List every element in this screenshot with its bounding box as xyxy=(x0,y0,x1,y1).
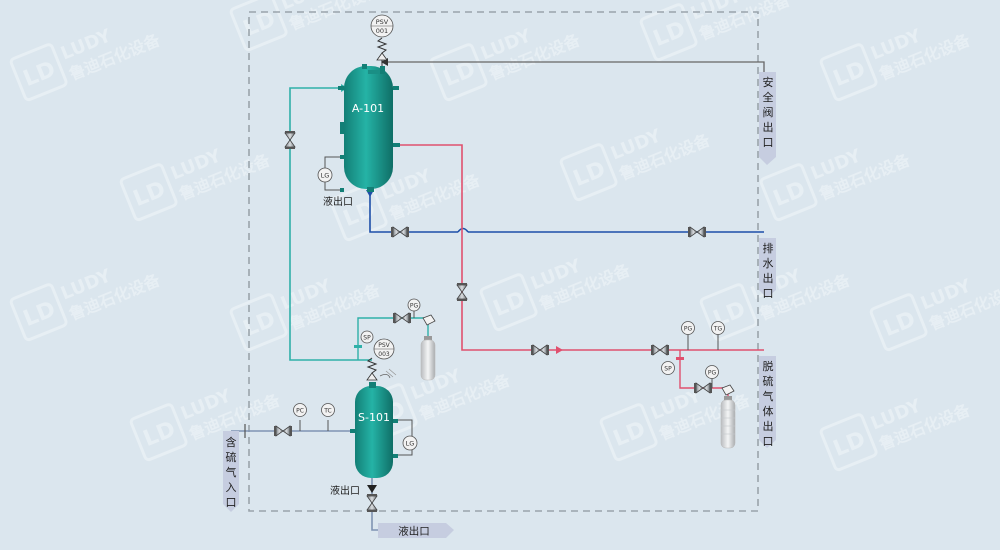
sour-gas-inlet-port[interactable]: 含硫气入口 xyxy=(223,431,239,512)
sample-valve-icon[interactable] xyxy=(693,382,713,394)
svg-text:LD: LD xyxy=(830,57,869,92)
svg-text:液出口: 液出口 xyxy=(398,525,430,538)
absorber-vessel[interactable]: A-101 xyxy=(338,64,400,192)
svg-text:PG: PG xyxy=(708,370,717,377)
sample-connector-icon[interactable] xyxy=(721,384,735,396)
pressure-gauge-s101[interactable]: PG xyxy=(407,298,421,312)
svg-text:TG: TG xyxy=(713,326,723,333)
psv-003-tag: PSV 003 xyxy=(373,338,395,360)
svg-text:PG: PG xyxy=(684,326,693,333)
liquid-outlet-label-a101: 液出口 xyxy=(323,195,353,208)
temperature-gauge-outlet[interactable]: TG xyxy=(711,321,725,335)
svg-text:PC: PC xyxy=(296,408,304,415)
svg-text:含硫气入口: 含硫气入口 xyxy=(226,435,237,509)
flow-arrow-icon xyxy=(556,346,563,354)
svg-text:PSV: PSV xyxy=(378,342,390,349)
svg-text:SP: SP xyxy=(363,335,371,342)
svg-text:LD: LD xyxy=(770,177,809,212)
svg-text:LG: LG xyxy=(406,440,415,448)
liquid-outlet-label-s101: 液出口 xyxy=(330,484,360,497)
safety-valve-outlet-port[interactable]: 安全阀出口 xyxy=(759,72,776,165)
safety-relief-line xyxy=(382,61,765,72)
svg-text:LD: LD xyxy=(140,417,179,452)
gas-transfer-line xyxy=(289,87,372,361)
vessel-tag-s101: S-101 xyxy=(358,411,390,424)
drain-valve-icon[interactable] xyxy=(390,226,410,238)
sample-cylinder-outlet[interactable] xyxy=(720,396,736,449)
svg-text:LD: LD xyxy=(650,17,689,52)
svg-text:LD: LD xyxy=(830,427,869,462)
drain-line xyxy=(369,190,458,233)
temperature-controller-inlet[interactable]: TC xyxy=(321,403,335,417)
sample-point-outlet[interactable]: SP xyxy=(661,361,675,375)
gate-valve-icon[interactable] xyxy=(530,344,550,356)
drain-valve-icon[interactable] xyxy=(687,226,707,238)
svg-text:LD: LD xyxy=(240,307,279,342)
equipment-boundary xyxy=(248,11,759,512)
pressure-gauge-sample[interactable]: PG xyxy=(705,365,719,379)
drain-valve-icon[interactable] xyxy=(366,493,378,513)
svg-text:003: 003 xyxy=(378,351,390,358)
inlet-valve-icon[interactable] xyxy=(273,425,293,437)
psv-001-tag: PSV 001 xyxy=(370,14,394,38)
level-gauge-a101[interactable]: LG xyxy=(317,167,333,183)
sample-cylinder-s101[interactable] xyxy=(420,336,436,381)
svg-text:LG: LG xyxy=(321,172,330,180)
sample-valve-icon[interactable] xyxy=(392,312,412,324)
svg-text:LD: LD xyxy=(490,287,529,322)
desulfurized-gas-line xyxy=(393,144,764,351)
svg-text:LD: LD xyxy=(880,307,919,342)
svg-text:排水出口: 排水出口 xyxy=(763,241,774,300)
svg-text:LD: LD xyxy=(610,417,649,452)
liquid-outlet-port[interactable]: 液出口 xyxy=(378,523,454,538)
svg-text:安全阀出口: 安全阀出口 xyxy=(763,75,774,149)
pressure-controller-inlet[interactable]: PC xyxy=(293,403,307,417)
gate-valve-icon[interactable] xyxy=(650,344,670,356)
svg-text:LD: LD xyxy=(570,157,609,192)
svg-text:TC: TC xyxy=(323,408,332,415)
desulfurized-gas-outlet-port[interactable]: 脱硫气体出口 xyxy=(759,356,776,448)
sample-point-s101[interactable]: SP xyxy=(360,330,374,344)
psv-001-icon[interactable] xyxy=(376,37,388,66)
svg-text:PSV: PSV xyxy=(376,18,389,26)
svg-text:LD: LD xyxy=(20,57,59,92)
gate-valve-icon[interactable] xyxy=(456,282,468,302)
svg-text:LD: LD xyxy=(130,177,169,212)
svg-text:PG: PG xyxy=(410,303,419,310)
vessel-tag-a101: A-101 xyxy=(352,102,384,115)
svg-text:LD: LD xyxy=(20,297,59,332)
pressure-gauge-outlet[interactable]: PG xyxy=(681,321,695,335)
svg-text:脱硫气体出口: 脱硫气体出口 xyxy=(763,359,774,448)
psv-003-icon[interactable] xyxy=(366,357,397,381)
separator-vessel[interactable]: S-101 xyxy=(350,382,398,478)
gate-valve-icon[interactable] xyxy=(284,130,296,150)
sample-connector-icon[interactable] xyxy=(422,314,436,326)
flow-arrow-icon xyxy=(367,485,377,493)
level-gauge-s101[interactable]: LG xyxy=(402,435,418,451)
svg-text:SP: SP xyxy=(664,366,672,373)
svg-text:001: 001 xyxy=(376,27,388,35)
drain-outlet-port[interactable]: 排水出口 xyxy=(759,238,776,300)
